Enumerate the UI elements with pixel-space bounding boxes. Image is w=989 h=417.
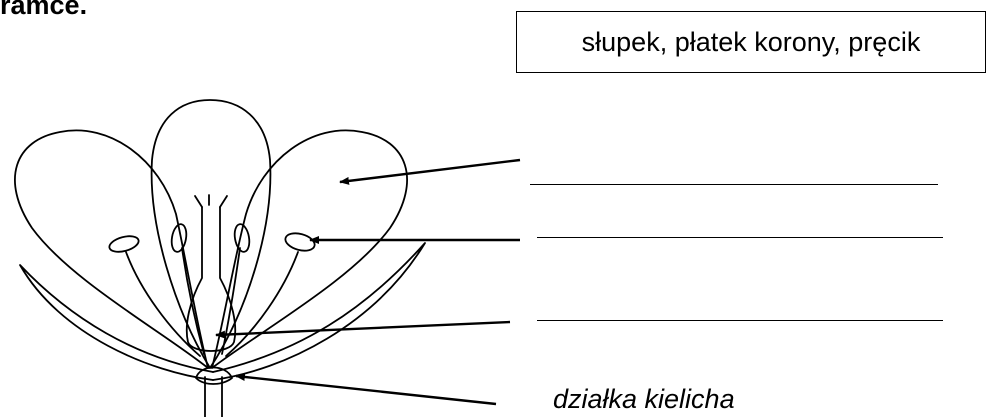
- answer-line-stamen[interactable]: [537, 237, 943, 238]
- stamen-anther-3: [233, 223, 251, 253]
- word-bank-text: słupek, płatek korony, pręcik: [581, 26, 921, 57]
- stamen-filament-1: [125, 251, 201, 357]
- sepal-right: [212, 242, 426, 381]
- instruction-heading-fragment: ramce.: [0, 0, 88, 20]
- petal-right: [211, 129, 408, 369]
- petal-left: [14, 129, 209, 369]
- stamen-anther-4: [284, 232, 316, 252]
- sepal-left: [19, 264, 214, 381]
- stamen-filament-2: [181, 247, 205, 355]
- receptacle: [195, 366, 233, 385]
- arrow-sepal: [235, 372, 497, 406]
- stamen-filament-3: [221, 247, 241, 355]
- stamen-anther-1: [108, 235, 140, 253]
- label-sepal: działka kielicha: [553, 384, 735, 414]
- answer-line-pistil[interactable]: [537, 320, 943, 321]
- word-bank-box: słupek, płatek korony, pręcik: [516, 11, 986, 73]
- arrow-petal: [339, 158, 521, 185]
- pistil-stigma: [194, 194, 228, 208]
- answer-line-petal[interactable]: [530, 184, 938, 185]
- pistil: [185, 206, 237, 352]
- stamen-filament-4: [225, 251, 299, 357]
- arrow-pistil: [215, 320, 511, 339]
- stamen-anther-2: [170, 223, 188, 253]
- petal-middle: [150, 99, 272, 369]
